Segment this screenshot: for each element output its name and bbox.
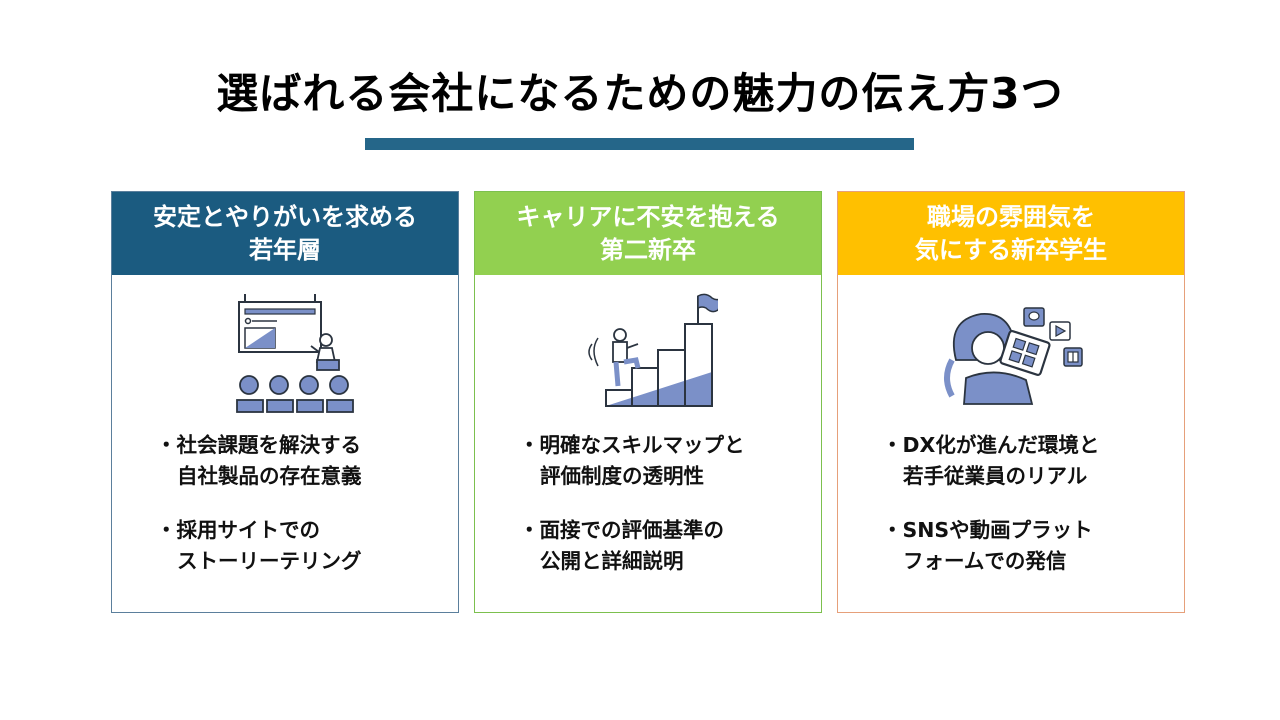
bullet-line: ストーリーテリング bbox=[177, 549, 362, 573]
bullet-line: ・社会課題を解決する bbox=[156, 433, 361, 457]
card-header: キャリアに不安を抱える 第二新卒 bbox=[475, 192, 821, 275]
bullet-item: ・DX化が進んだ環境と 若手従業員のリアル bbox=[882, 430, 1174, 492]
card-header: 安定とやりがいを求める 若年層 bbox=[112, 192, 458, 275]
bullet-line: 自社製品の存在意義 bbox=[177, 464, 362, 488]
bullet-item: ・SNSや動画プラット フォームでの発信 bbox=[882, 515, 1174, 577]
card-new-graduates: 職場の雰囲気を 気にする新卒学生 ・DX化が進んだ環境と 若手従業員のリアル bbox=[837, 191, 1185, 613]
bullet-line: 公開と詳細説明 bbox=[540, 549, 684, 573]
card-bullet-list: ・明確なスキルマップと 評価制度の透明性 ・面接での評価基準の 公開と詳細説明 bbox=[519, 430, 811, 600]
card-header-line: 職場の雰囲気を bbox=[927, 202, 1095, 231]
card-header-line: 第二新卒 bbox=[600, 235, 696, 264]
bullet-line: 若手従業員のリアル bbox=[903, 464, 1088, 488]
bullet-line: ・SNSや動画プラット bbox=[882, 518, 1093, 542]
stairs-flag-icon bbox=[588, 293, 718, 407]
card-bullet-list: ・社会課題を解決する 自社製品の存在意義 ・採用サイトでの ストーリーテリング bbox=[156, 430, 448, 600]
presentation-audience-illustration bbox=[112, 288, 458, 418]
card-young-workers: 安定とやりがいを求める 若年層 bbox=[111, 191, 459, 613]
bullet-line: ・DX化が進んだ環境と bbox=[882, 433, 1100, 457]
card-bullet-list: ・DX化が進んだ環境と 若手従業員のリアル ・SNSや動画プラット フォームでの… bbox=[882, 430, 1174, 600]
student-tablet-illustration bbox=[838, 288, 1184, 418]
bullet-line: ・採用サイトでの bbox=[156, 518, 320, 542]
page-title: 選ばれる会社になるための魅力の伝え方3つ bbox=[216, 69, 1064, 118]
bullet-line: ・明確なスキルマップと bbox=[519, 433, 745, 457]
bullet-item: ・面接での評価基準の 公開と詳細説明 bbox=[519, 515, 811, 577]
career-stairs-illustration bbox=[475, 288, 821, 418]
bullet-line: ・面接での評価基準の bbox=[519, 518, 724, 542]
bullet-line: フォームでの発信 bbox=[903, 549, 1067, 573]
card-header-line: 気にする新卒学生 bbox=[914, 235, 1108, 264]
card-second-graduates: キャリアに不安を抱える 第二新卒 ・明確なスキルマップと 評価制度の透明性 bbox=[474, 191, 822, 613]
card-header: 職場の雰囲気を 気にする新卒学生 bbox=[838, 192, 1184, 275]
tablet-sns-icon bbox=[944, 307, 1083, 405]
bullet-item: ・明確なスキルマップと 評価制度の透明性 bbox=[519, 430, 811, 492]
bullet-item: ・社会課題を解決する 自社製品の存在意義 bbox=[156, 430, 448, 492]
card-header-line: 安定とやりがいを求める bbox=[153, 202, 417, 231]
card-header-line: 若年層 bbox=[249, 235, 321, 264]
presentation-icon bbox=[236, 294, 354, 413]
bullet-line: 評価制度の透明性 bbox=[540, 464, 704, 488]
bullet-item: ・採用サイトでの ストーリーテリング bbox=[156, 515, 448, 577]
title-underline bbox=[365, 138, 914, 150]
card-header-line: キャリアに不安を抱える bbox=[516, 202, 780, 231]
